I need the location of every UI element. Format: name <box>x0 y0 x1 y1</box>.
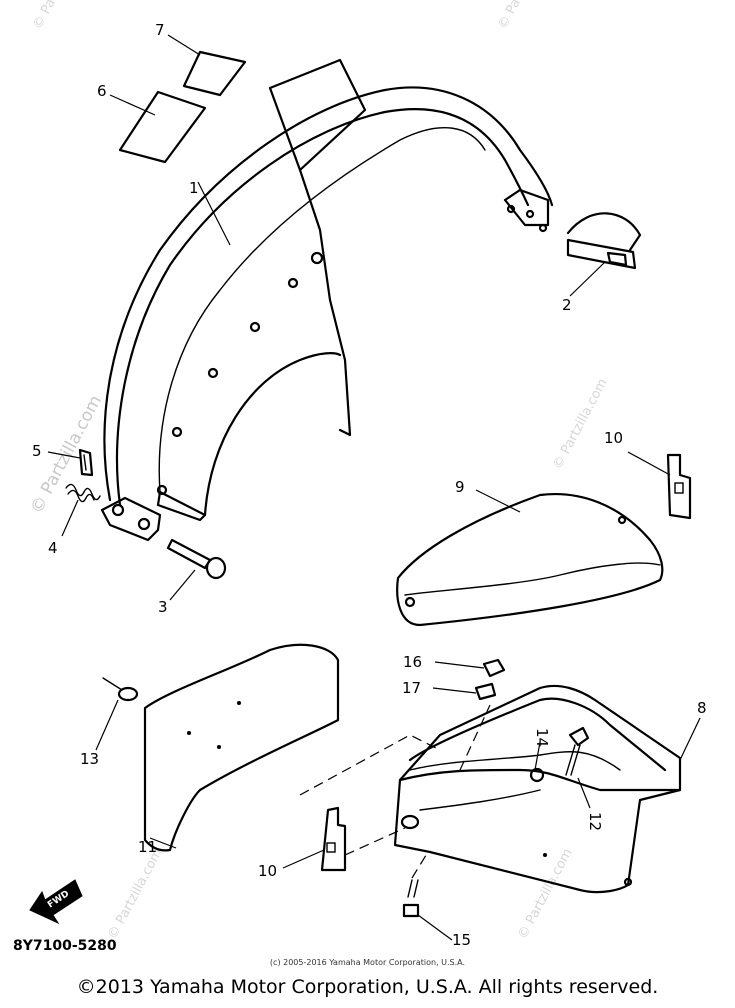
part-17-nut <box>474 682 497 701</box>
part-10-tag-upper <box>666 453 692 520</box>
forward-arrow: FWD <box>29 879 83 925</box>
callout-15: 15 <box>452 931 471 949</box>
callout-14: 14 <box>533 728 551 747</box>
callout-11: 12 <box>586 812 604 831</box>
callout-3: 3 <box>158 598 168 616</box>
small-copyright: (c) 2005-2016 Yamaha Motor Corporation, … <box>269 958 466 967</box>
callout-1: 1 <box>189 179 199 197</box>
callout-2: 2 <box>562 296 572 314</box>
part-16-nut <box>482 658 506 678</box>
watermark-bottom-right: © Partzilla.com <box>515 846 575 942</box>
callout-10-upper: 10 <box>604 429 623 447</box>
diagram-code: 8Y7100-5280 <box>13 938 117 954</box>
leader-lines <box>47 34 701 941</box>
callout-17: 17 <box>402 679 421 697</box>
watermark-top-right: © Partzilla.com <box>495 0 555 32</box>
watermark-bottom-left: © Partzilla.com <box>105 846 165 942</box>
callout-6: 6 <box>97 82 107 100</box>
part-5-clip <box>78 448 94 477</box>
callout-5: 5 <box>32 442 42 460</box>
callout-16: 16 <box>403 653 422 671</box>
part-2-latch <box>566 212 642 270</box>
callout-4: 4 <box>48 539 58 557</box>
callout-13: 13 <box>80 750 99 768</box>
callout-12: 11 <box>138 838 157 856</box>
part-12-side-panel <box>143 643 340 852</box>
watermark-right: © Partzilla.com <box>550 376 610 472</box>
callout-9: 9 <box>455 478 465 496</box>
part-4-spring <box>65 483 101 503</box>
footer-copyright: ©2013 Yamaha Motor Corporation, U.S.A. A… <box>76 976 659 998</box>
part-7-decal <box>182 50 247 97</box>
part-11-bolt <box>565 726 590 776</box>
part-6-decal <box>118 90 207 164</box>
callout-10-lower: 10 <box>258 862 277 880</box>
part-9-seat-pad <box>396 493 664 627</box>
watermarks: © Partzilla.com © Partzilla.com © Partzi… <box>27 0 611 942</box>
part-10-tag-lower <box>320 806 347 872</box>
callout-8: 8 <box>697 699 707 717</box>
assembly-lines <box>299 704 491 879</box>
part-1-rear-fender <box>100 58 554 542</box>
part-15-bolt <box>402 879 420 918</box>
part-8-tray <box>393 684 682 894</box>
part-3-pin <box>166 538 227 580</box>
watermark-top-left: © Partzilla.com <box>30 0 90 32</box>
callout-7: 7 <box>155 21 165 39</box>
part-13-screw <box>102 677 139 702</box>
callout-labels: 7 6 1 2 3 4 5 9 10 8 16 17 14 12 13 11 1… <box>32 21 707 949</box>
